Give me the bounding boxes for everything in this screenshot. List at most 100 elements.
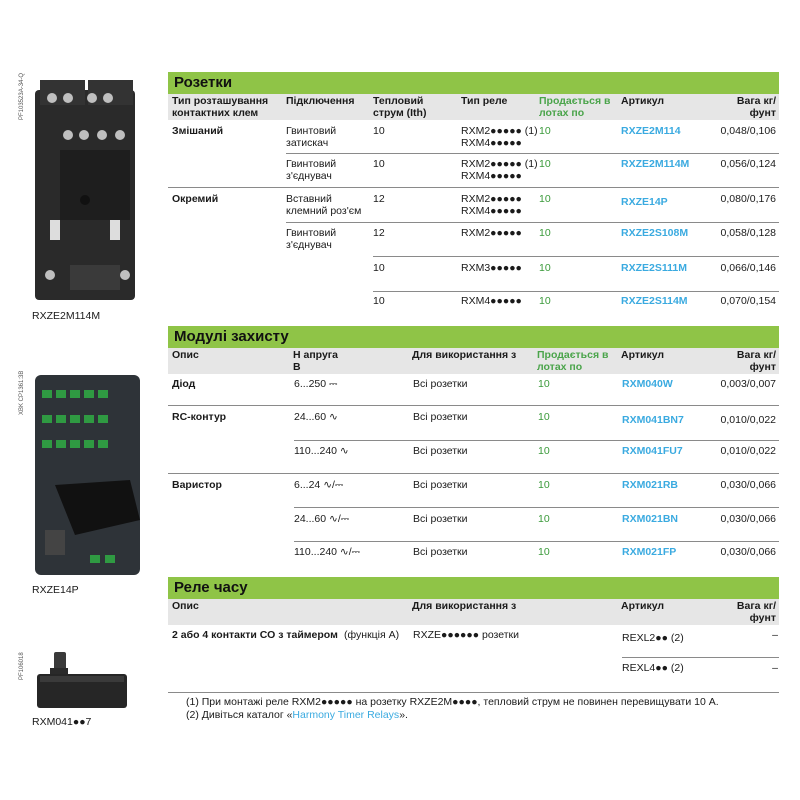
- timer-header: Опис Для використання з Артикул Вага кг/…: [168, 599, 779, 625]
- row-divider: [286, 153, 779, 154]
- timer-row-desc-suffix: (функція A): [344, 629, 400, 641]
- protection-row-article[interactable]: RXM041BN7: [622, 414, 684, 426]
- protection-row-article[interactable]: RXM021BN: [622, 513, 679, 525]
- protection-row-lots: 10: [538, 445, 550, 457]
- protection-row-weight: 0,030/0,066: [720, 479, 776, 491]
- sockets-title: Розетки: [174, 74, 233, 91]
- image1-vertical-id: PF103523A-34-Q: [19, 72, 25, 120]
- protection-row-article[interactable]: RXM021FP: [622, 546, 677, 558]
- protection-row-weight: 0,010/0,022: [720, 414, 776, 426]
- socket-row-weight: 0,066/0,146: [720, 262, 776, 274]
- socket-row-type: Окремий: [172, 193, 219, 205]
- socket-row-lots: 10: [539, 262, 551, 274]
- sockets-title-band: Розетки: [168, 72, 779, 94]
- protection-row-desc: Діод: [172, 378, 196, 390]
- socket-row-article[interactable]: RXZE2S114M: [621, 295, 688, 307]
- header-weight: Вага кг/фунт: [736, 600, 776, 624]
- socket-row-article[interactable]: RXZE2S111M: [621, 262, 687, 274]
- protection-header: Опис Н апруга В Для використання з Прода…: [168, 348, 779, 374]
- protection-row-use: Всі розетки: [413, 378, 468, 390]
- protection-row-lots: 10: [538, 411, 550, 423]
- timer-row-weight: –: [772, 662, 778, 674]
- protection-row-lots: 10: [538, 479, 550, 491]
- socket-row-article[interactable]: RXZE2S108M: [621, 227, 689, 239]
- row-divider: [373, 291, 779, 292]
- protection-row-article[interactable]: RXM040W: [622, 378, 673, 390]
- socket-row-lots: 10: [539, 158, 551, 170]
- socket-rxze14p-image: [35, 375, 140, 575]
- header-weight: Вага кг/фунт: [736, 95, 776, 119]
- socket-row-relay: RXM2●●●●● (1): [461, 158, 538, 170]
- header-connection: Підключення: [286, 95, 355, 107]
- image1-caption: RXZE2M114M: [32, 310, 101, 322]
- row-divider: [294, 440, 779, 441]
- socket-row-weight: 0,056/0,124: [720, 158, 776, 170]
- timer-row-article[interactable]: REXL2●● (2): [622, 632, 684, 644]
- header-voltage-unit: В: [293, 361, 301, 373]
- header-lots: Продається в лотах по: [537, 349, 609, 373]
- socket-row-current: 12: [373, 227, 385, 239]
- protection-row-voltage: 110...240 ∿: [294, 445, 349, 457]
- socket-row-article[interactable]: RXZE2M114: [621, 125, 681, 137]
- protection-row-voltage: 6...250 ⎓: [294, 378, 338, 390]
- socket-row-connection: Гвинтовий: [286, 158, 337, 170]
- protection-row-voltage: 24...60 ∿: [294, 411, 338, 423]
- protection-row-weight: 0,030/0,066: [720, 513, 776, 525]
- image3-caption: RXM041●●7: [32, 716, 92, 728]
- protection-row-lots: 10: [538, 513, 550, 525]
- image2-caption: RXZE14P: [32, 584, 79, 596]
- socket-row-article[interactable]: RXZE2M114M: [621, 158, 690, 170]
- protection-row-lots: 10: [538, 546, 550, 558]
- protection-title-band: Модулі захисту: [168, 326, 779, 348]
- image3-vertical-id: PF106018: [19, 652, 25, 680]
- row-divider: [168, 187, 779, 188]
- socket-row-relay: RXM2●●●●● (1): [461, 125, 538, 137]
- socket-row-current: 10: [373, 295, 385, 307]
- socket-row-article[interactable]: RXZE14P: [621, 196, 668, 208]
- socket-row-connection: Гвинтовий: [286, 227, 337, 239]
- socket-row-current: 12: [373, 193, 385, 205]
- socket-row-relay-2: RXM4●●●●●: [461, 205, 522, 217]
- header-article: Артикул: [621, 600, 665, 612]
- socket-row-relay: RXM4●●●●●: [461, 295, 522, 307]
- header-current: Тепловий струм (Ith): [373, 95, 427, 119]
- footnote-1: (1) При монтажі реле RXM2●●●●● на розетк…: [186, 696, 719, 708]
- socket-row-connection-2: клемний роз'єм: [286, 205, 362, 217]
- socket-row-lots: 10: [539, 295, 551, 307]
- header-type: Тип розташування контактних клем: [172, 95, 269, 119]
- protection-row-weight: 0,003/0,007: [720, 378, 776, 390]
- socket-row-weight: 0,080/0,176: [720, 193, 776, 205]
- header-voltage: Н апруга: [293, 349, 339, 361]
- protection-row-desc: Варистор: [172, 479, 222, 491]
- image2-vertical-id: XBK CP1361:3B: [19, 370, 25, 415]
- socket-row-relay: RXM2●●●●●: [461, 227, 522, 239]
- protection-row-voltage: 24...60 ∿/⎓: [294, 513, 350, 525]
- timer-row-article[interactable]: REXL4●● (2): [622, 662, 684, 674]
- timer-row-weight: –: [772, 629, 778, 641]
- header-use: Для використання з: [412, 349, 517, 361]
- protection-row-voltage: 110...240 ∿/⎓: [294, 546, 361, 558]
- socket-row-relay-2: RXM4●●●●●: [461, 170, 522, 182]
- protection-row-article[interactable]: RXM041FU7: [622, 445, 683, 457]
- harmony-timer-relays-link[interactable]: Harmony Timer Relays: [292, 709, 400, 721]
- socket-row-current: 10: [373, 158, 385, 170]
- protection-row-desc: RC-контур: [172, 411, 227, 423]
- header-desc: Опис: [172, 349, 199, 361]
- socket-row-connection-2: з'єднувач: [286, 170, 332, 182]
- socket-rxze2m114m-image: [35, 80, 135, 300]
- socket-row-connection: Вставний: [286, 193, 332, 205]
- socket-row-connection: Гвинтовий: [286, 125, 337, 137]
- header-relay: Тип реле: [461, 95, 508, 107]
- row-divider: [294, 541, 779, 542]
- table-bottom-divider: [168, 692, 779, 693]
- socket-row-current: 10: [373, 262, 385, 274]
- row-divider: [373, 256, 779, 257]
- protection-row-voltage: 6...24 ∿/⎓: [294, 479, 344, 491]
- socket-row-connection-2: з'єднувач: [286, 239, 332, 251]
- socket-row-lots: 10: [539, 125, 551, 137]
- timer-row-use: RXZE●●●●●● розетки: [413, 629, 519, 641]
- protection-row-article[interactable]: RXM021RB: [622, 479, 679, 491]
- header-weight: Вага кг/фунт: [736, 349, 776, 373]
- socket-row-lots: 10: [539, 193, 551, 205]
- header-lots: Продається в лотах по: [539, 95, 611, 119]
